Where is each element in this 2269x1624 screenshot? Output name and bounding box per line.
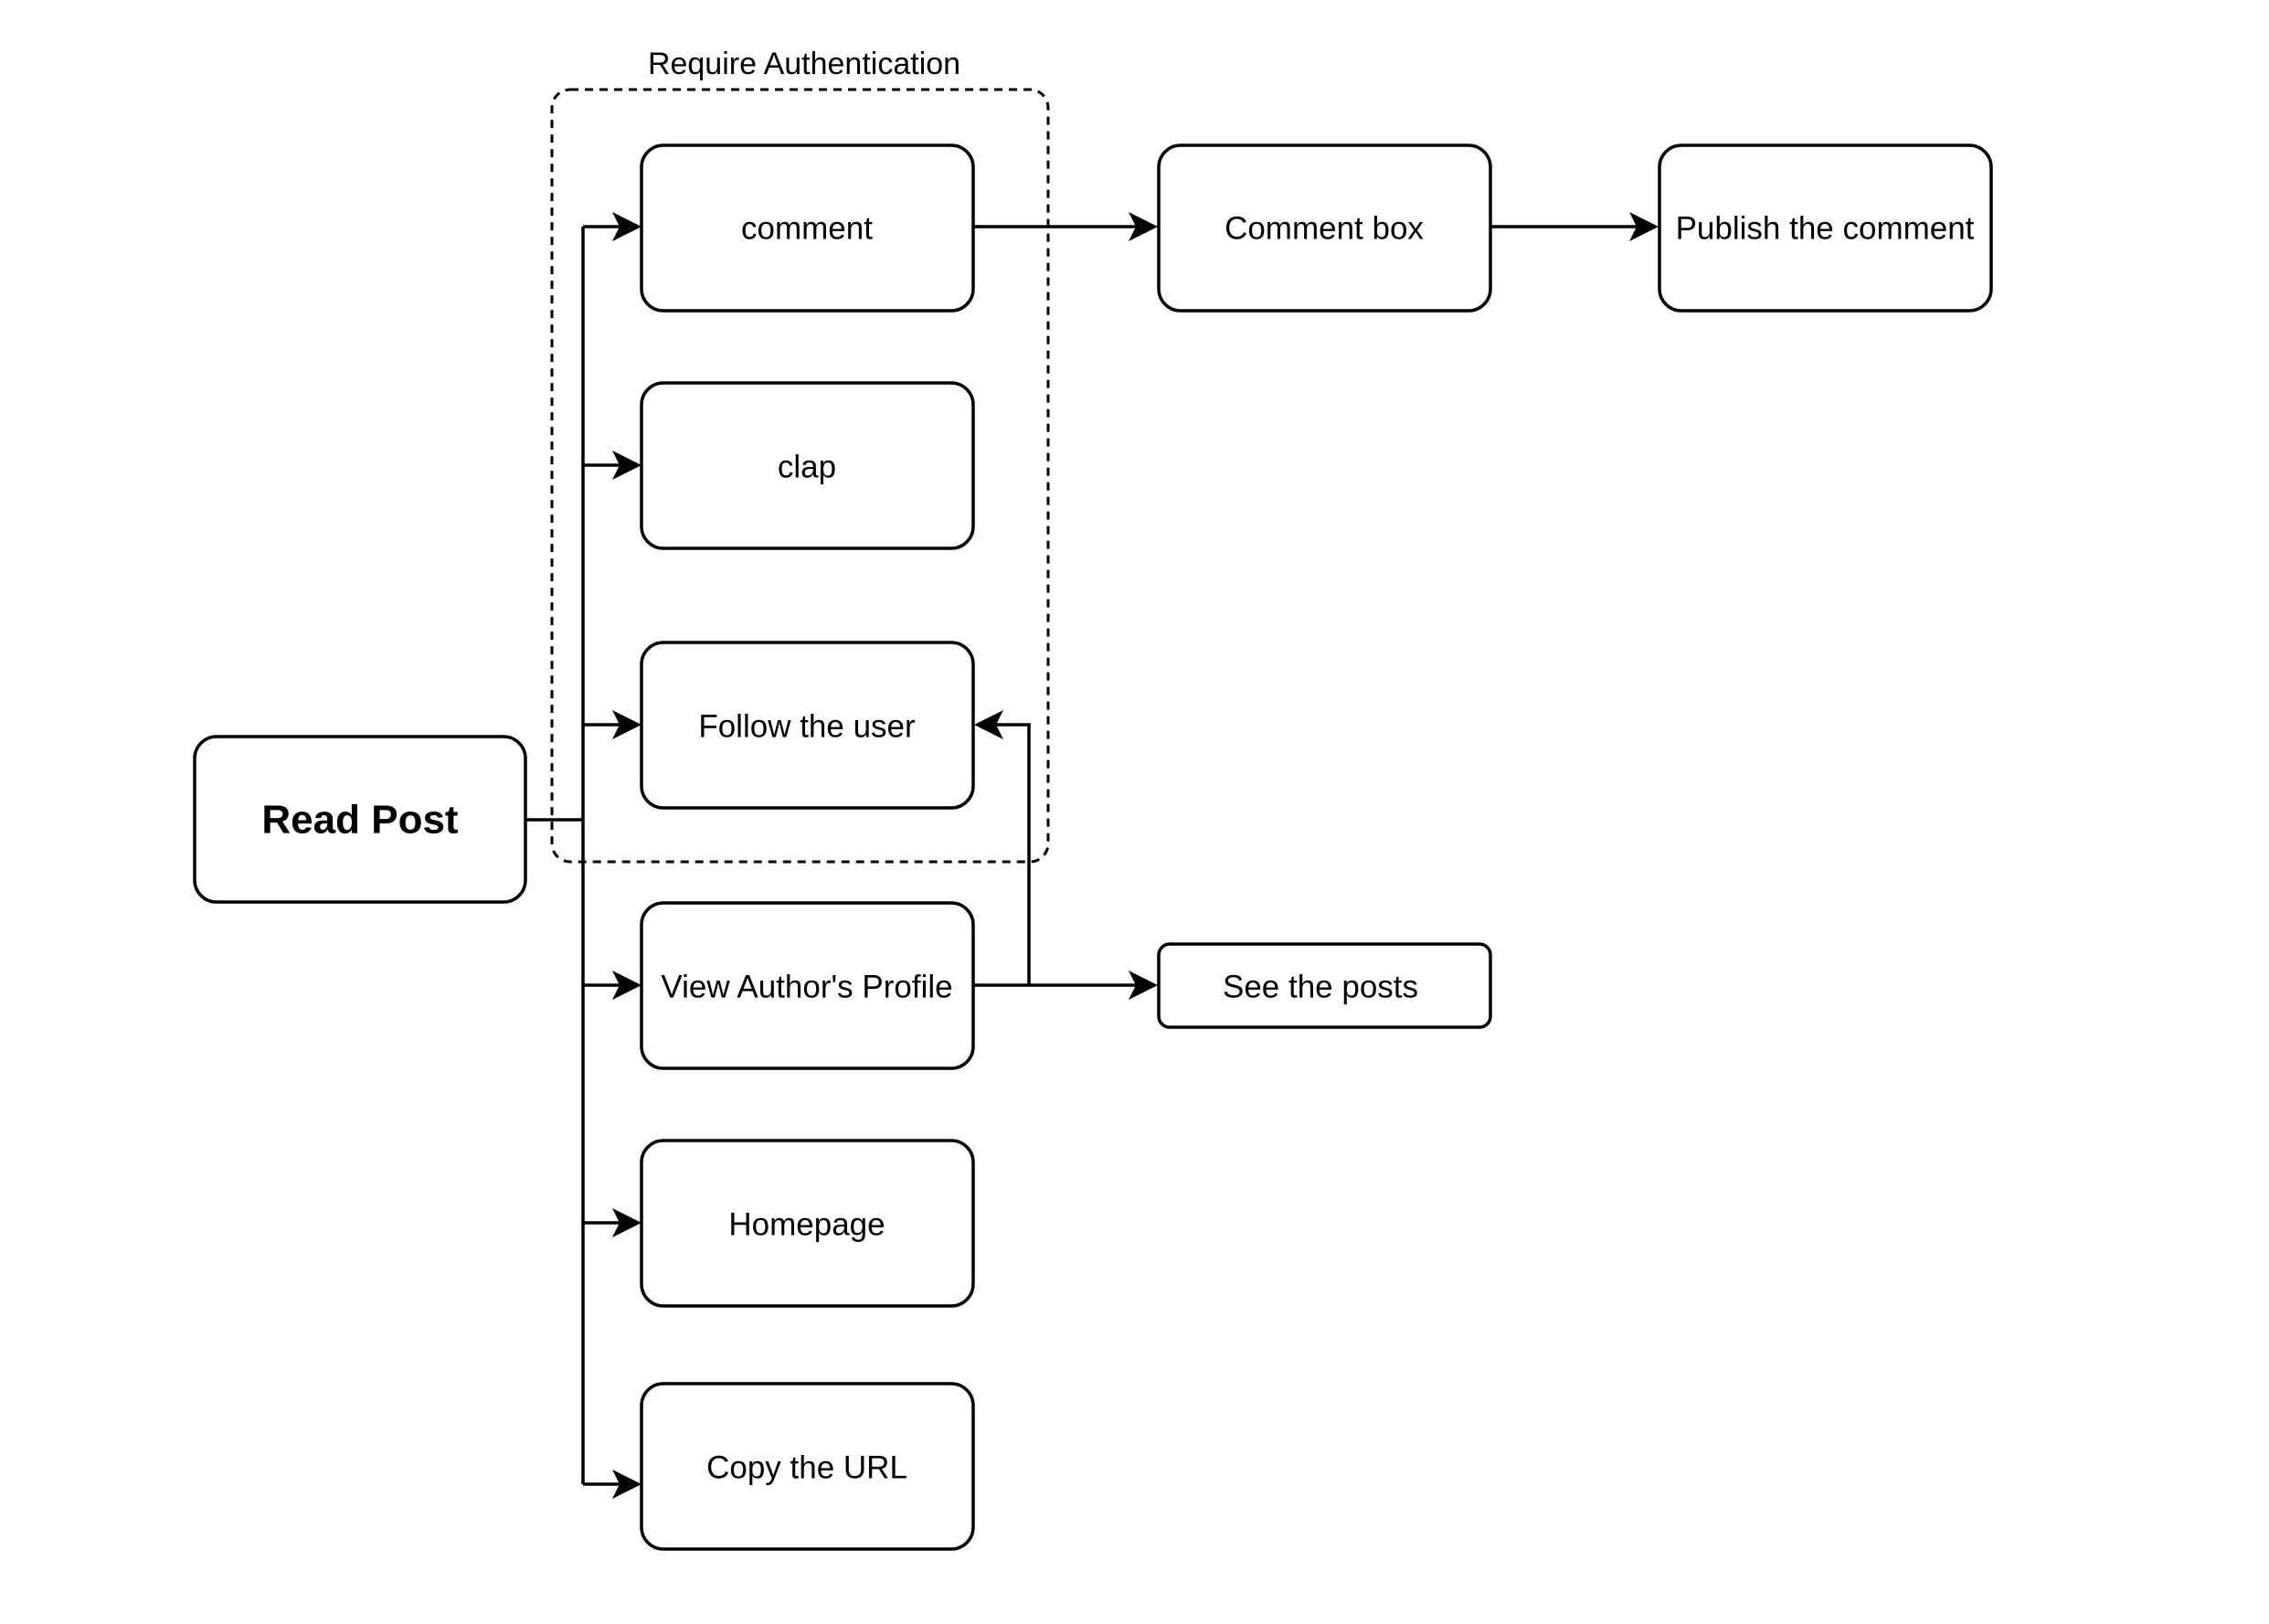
node-see-posts-label: See the posts (1223, 970, 1418, 1005)
group-label: Require Authentication (648, 47, 960, 81)
node-read-post-label: Read Post (261, 798, 459, 843)
arrowhead-see-posts (1129, 971, 1158, 1000)
arrowhead-homepage (612, 1208, 641, 1237)
arrowhead-clap (612, 451, 641, 480)
arrowhead-follow-user (612, 710, 641, 739)
node-copy-url-label: Copy the URL (706, 1450, 907, 1486)
node-read-post: Read Post (193, 735, 527, 904)
require-authentication-group: Require Authentication (550, 47, 1050, 864)
node-view-profile: View Author's Profile (640, 901, 975, 1070)
node-follow-user-label: Follow the user (698, 709, 916, 745)
node-see-posts: See the posts (1157, 942, 1492, 1029)
node-clap-label: clap (778, 450, 836, 485)
arrowhead-comment-box (1129, 212, 1158, 241)
arrowhead-publish (1629, 212, 1659, 241)
arrowhead-copy-url (612, 1470, 641, 1499)
group-boundary (550, 88, 1050, 864)
node-copy-url: Copy the URL (640, 1382, 975, 1551)
node-homepage-label: Homepage (728, 1207, 885, 1243)
arrowhead-view-profile (612, 971, 641, 1000)
node-comment-box-label: Comment box (1225, 211, 1424, 247)
node-publish-comment-label: Publish the comment (1676, 211, 1975, 247)
node-comment-label: comment (741, 211, 873, 247)
edges (525, 212, 1659, 1499)
node-follow-user: Follow the user (640, 641, 975, 810)
node-view-profile-label: View Author's Profile (661, 970, 952, 1005)
arrowhead-comment (612, 212, 641, 241)
edge-view-profile-to-follow-user (985, 723, 1031, 985)
node-clap: clap (640, 381, 975, 550)
node-homepage: Homepage (640, 1139, 975, 1308)
node-comment: comment (640, 143, 975, 313)
node-comment-box: Comment box (1157, 143, 1492, 313)
node-publish-comment: Publish the comment (1658, 143, 1993, 313)
arrowhead-follow-from-profile (974, 710, 1003, 739)
